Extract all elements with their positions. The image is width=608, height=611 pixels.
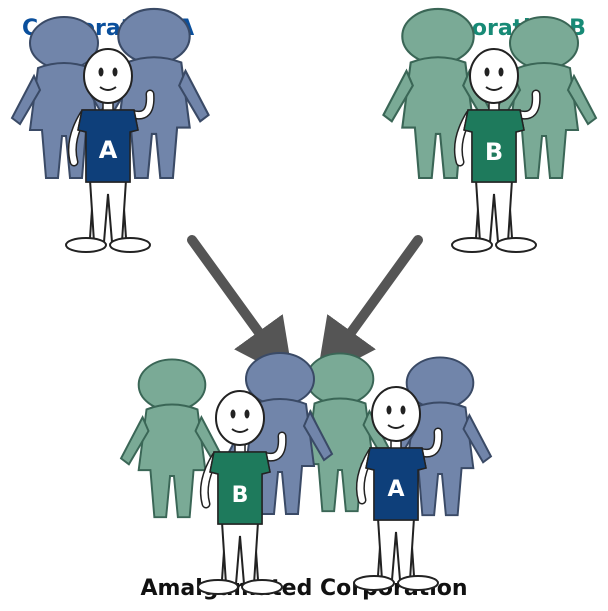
team-a-figure-icon: A [11,7,210,252]
merged-shirt-letter-a: A [387,477,404,502]
merged-shirt-letter-b: B [232,483,249,508]
shirt-letter-a: A [99,136,118,164]
team-b-figure-icon: B [382,7,597,252]
shirt-letter-b: B [485,138,503,166]
merge-arrow-icon [187,235,294,381]
merge-arrow-icon [316,235,423,381]
merged-team-figure-icon: B A [120,352,492,594]
